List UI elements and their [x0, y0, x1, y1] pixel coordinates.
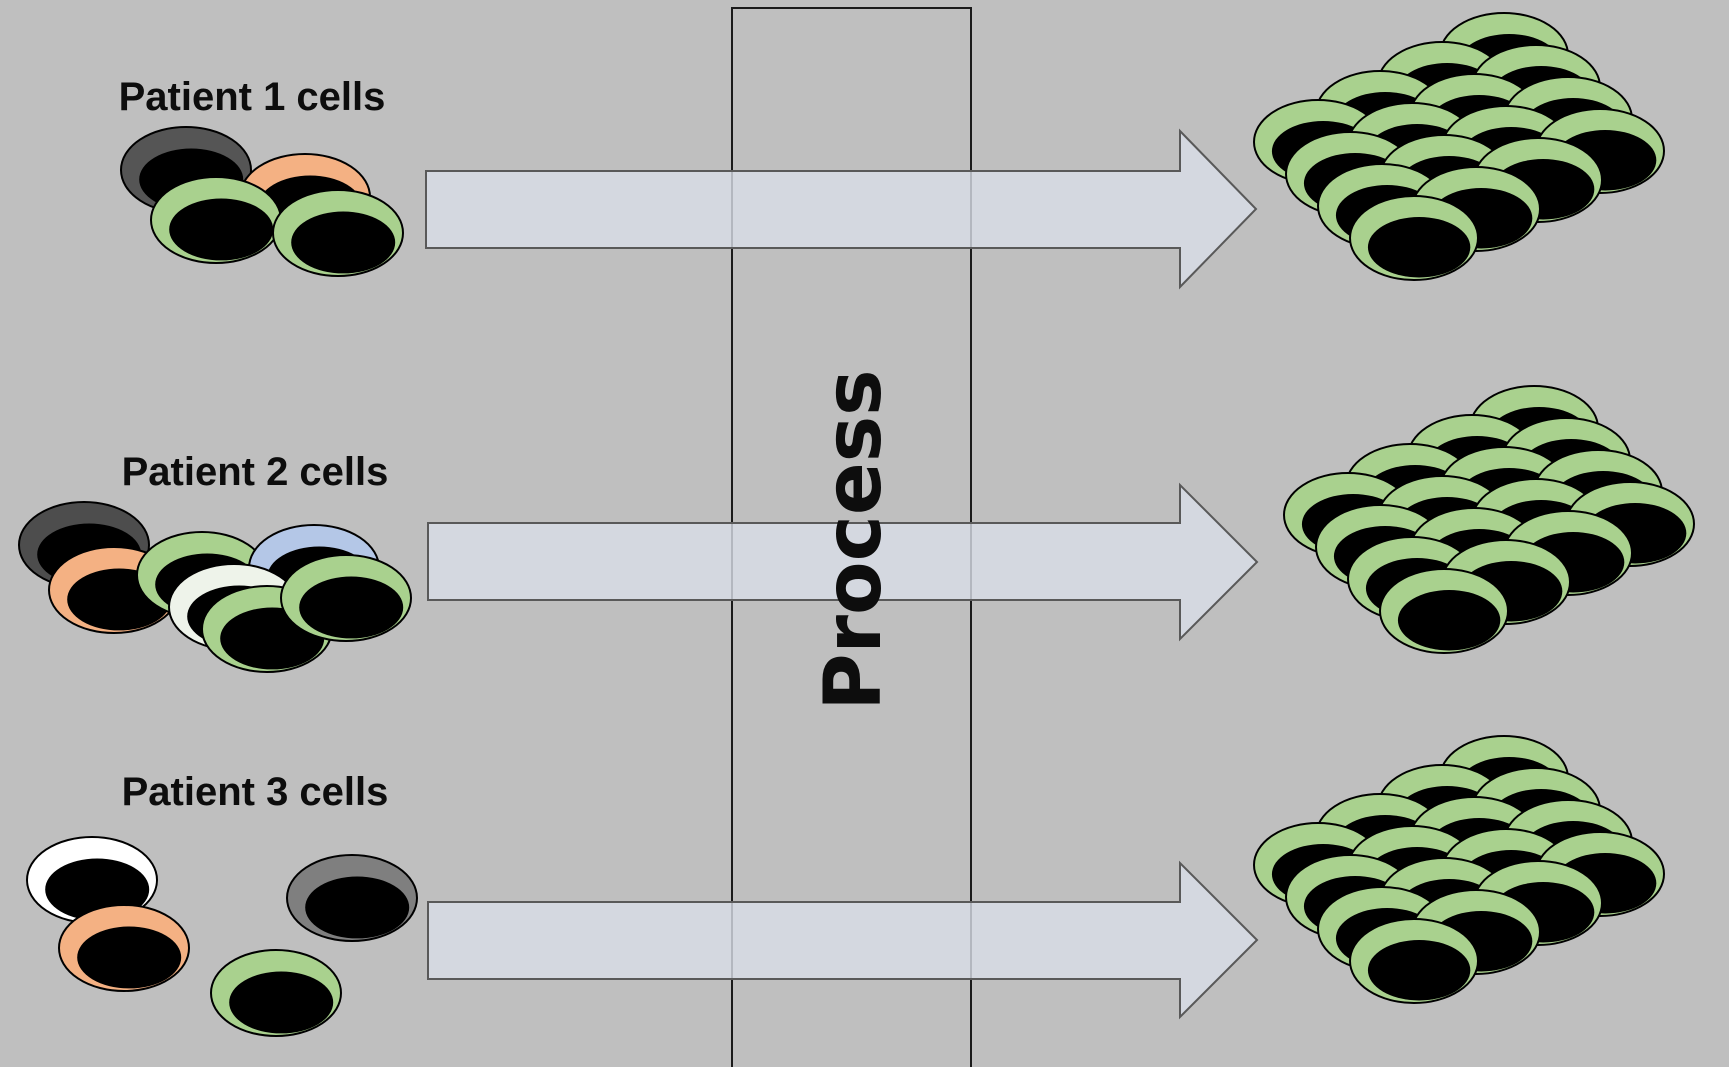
cell-nucleus: [291, 211, 396, 274]
row-label-patient-1: Patient 1 cells: [119, 75, 386, 119]
output-cell-cluster-patient-3: [1253, 735, 1665, 1004]
input-cell-cluster-patient-3: [26, 836, 418, 1037]
output-cell: [1349, 918, 1479, 1004]
input-cell: [150, 176, 282, 264]
output-cell-cluster-patient-2: [1283, 385, 1695, 654]
cell-nucleus: [1397, 590, 1501, 651]
arrow-patient-2: [427, 482, 1259, 642]
output-cell-cluster-patient-1: [1253, 12, 1665, 281]
cell-nucleus: [305, 876, 410, 939]
process-label: Process: [809, 369, 899, 710]
input-cell: [286, 854, 418, 942]
output-cell: [1349, 195, 1479, 281]
input-cell-cluster-patient-2: [18, 501, 412, 673]
cell-nucleus: [299, 576, 404, 639]
cell-nucleus: [229, 971, 334, 1034]
input-cell: [272, 189, 404, 277]
cell-nucleus: [77, 926, 182, 989]
cell-nucleus: [169, 198, 274, 261]
row-label-patient-2: Patient 2 cells: [122, 450, 389, 494]
input-cell: [58, 904, 190, 992]
output-cell: [1379, 568, 1509, 654]
cell-nucleus: [1367, 217, 1471, 278]
cell-nucleus: [1367, 940, 1471, 1001]
input-cell: [280, 554, 412, 642]
arrow-patient-3: [427, 860, 1259, 1020]
row-label-patient-3: Patient 3 cells: [122, 770, 389, 814]
input-cell: [48, 546, 180, 634]
input-cell: [210, 949, 342, 1037]
input-cell-cluster-patient-1: [120, 126, 404, 277]
arrow-patient-1: [425, 128, 1258, 290]
